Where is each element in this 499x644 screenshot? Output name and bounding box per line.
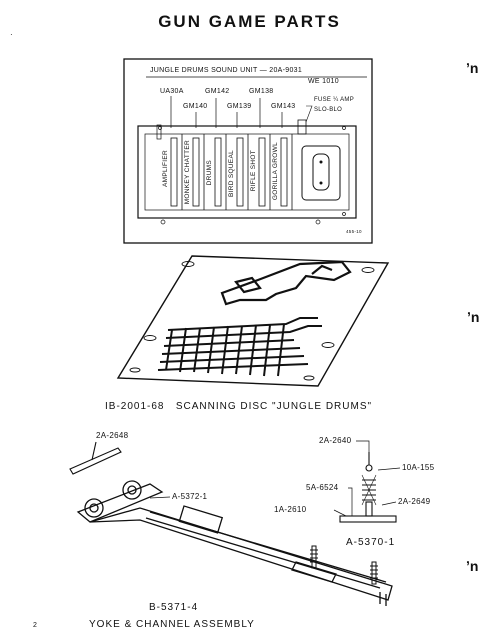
fuse-label: FUSE ¼ AMP [314,97,355,103]
assembly-a-5370-1: A-5370-1 [346,537,396,548]
label-2a-2649: 2A-2649 [398,497,431,506]
disc-animal-trace [220,260,352,306]
label-gm140: GM140 [183,103,208,110]
margin-mark: · [10,30,13,39]
page-number: 2 [33,622,37,629]
scanning-disc [116,255,390,387]
binder-mark-icon: ʼn [466,558,479,574]
sound-unit-chassis [137,125,357,219]
sound-unit-frame [123,58,373,244]
module-monkey-chatter: MONKEY CHATTER [184,140,191,205]
label-10a-155: 10A-155 [402,463,435,472]
binder-mark-icon: ʼn [467,309,480,325]
yoke-screws [310,545,378,585]
module-rifle-shot: RIFLE SHOT [250,150,257,192]
disc-caption: IB-2001-68 SCANNING DISC "JUNGLE DRUMS" [105,401,373,412]
label-ua30a: UA30A [160,88,184,95]
sound-unit-title: JUNGLE DRUMS SOUND UNIT — 20A-9031 [150,67,303,74]
sound-unit-subtitle: WE 1010 [308,78,339,85]
binder-mark-icon: ʼn [466,60,479,76]
label-2a-2640: 2A-2640 [319,436,352,445]
label-a-5372-1: A-5372-1 [172,492,208,501]
disc-circuit-traces [157,317,322,377]
speaker-bracket [301,145,341,201]
label-1a-2610: 1A-2610 [274,505,307,514]
module-gorilla-growl: GORILLA GROWL [272,142,279,201]
label-2a-2648: 2A-2648 [96,431,129,440]
label-5a-6524: 5A-6524 [306,483,339,492]
assembly-b-5371-4: B-5371-4 [149,602,199,613]
fuse-type: SLO-BLO [314,107,343,113]
page-title: GUN GAME PARTS [158,12,341,31]
spring-assembly-drawing [339,452,397,523]
yoke-caption: YOKE & CHANNEL ASSEMBLY [89,619,255,630]
corner-code: 455-10 [346,229,362,234]
module-bird-squeal: BIRD SQUEAL [228,150,235,198]
pin-2a-2648 [69,441,122,475]
label-gm143: GM143 [271,103,296,110]
module-amplifier: AMPLIFIER [162,150,169,188]
label-gm142: GM142 [205,88,230,95]
module-drums: DRUMS [206,160,213,186]
label-gm138: GM138 [249,88,274,95]
fuse [297,119,307,135]
yoke-channel-drawing [76,480,393,606]
label-gm139: GM139 [227,103,252,110]
